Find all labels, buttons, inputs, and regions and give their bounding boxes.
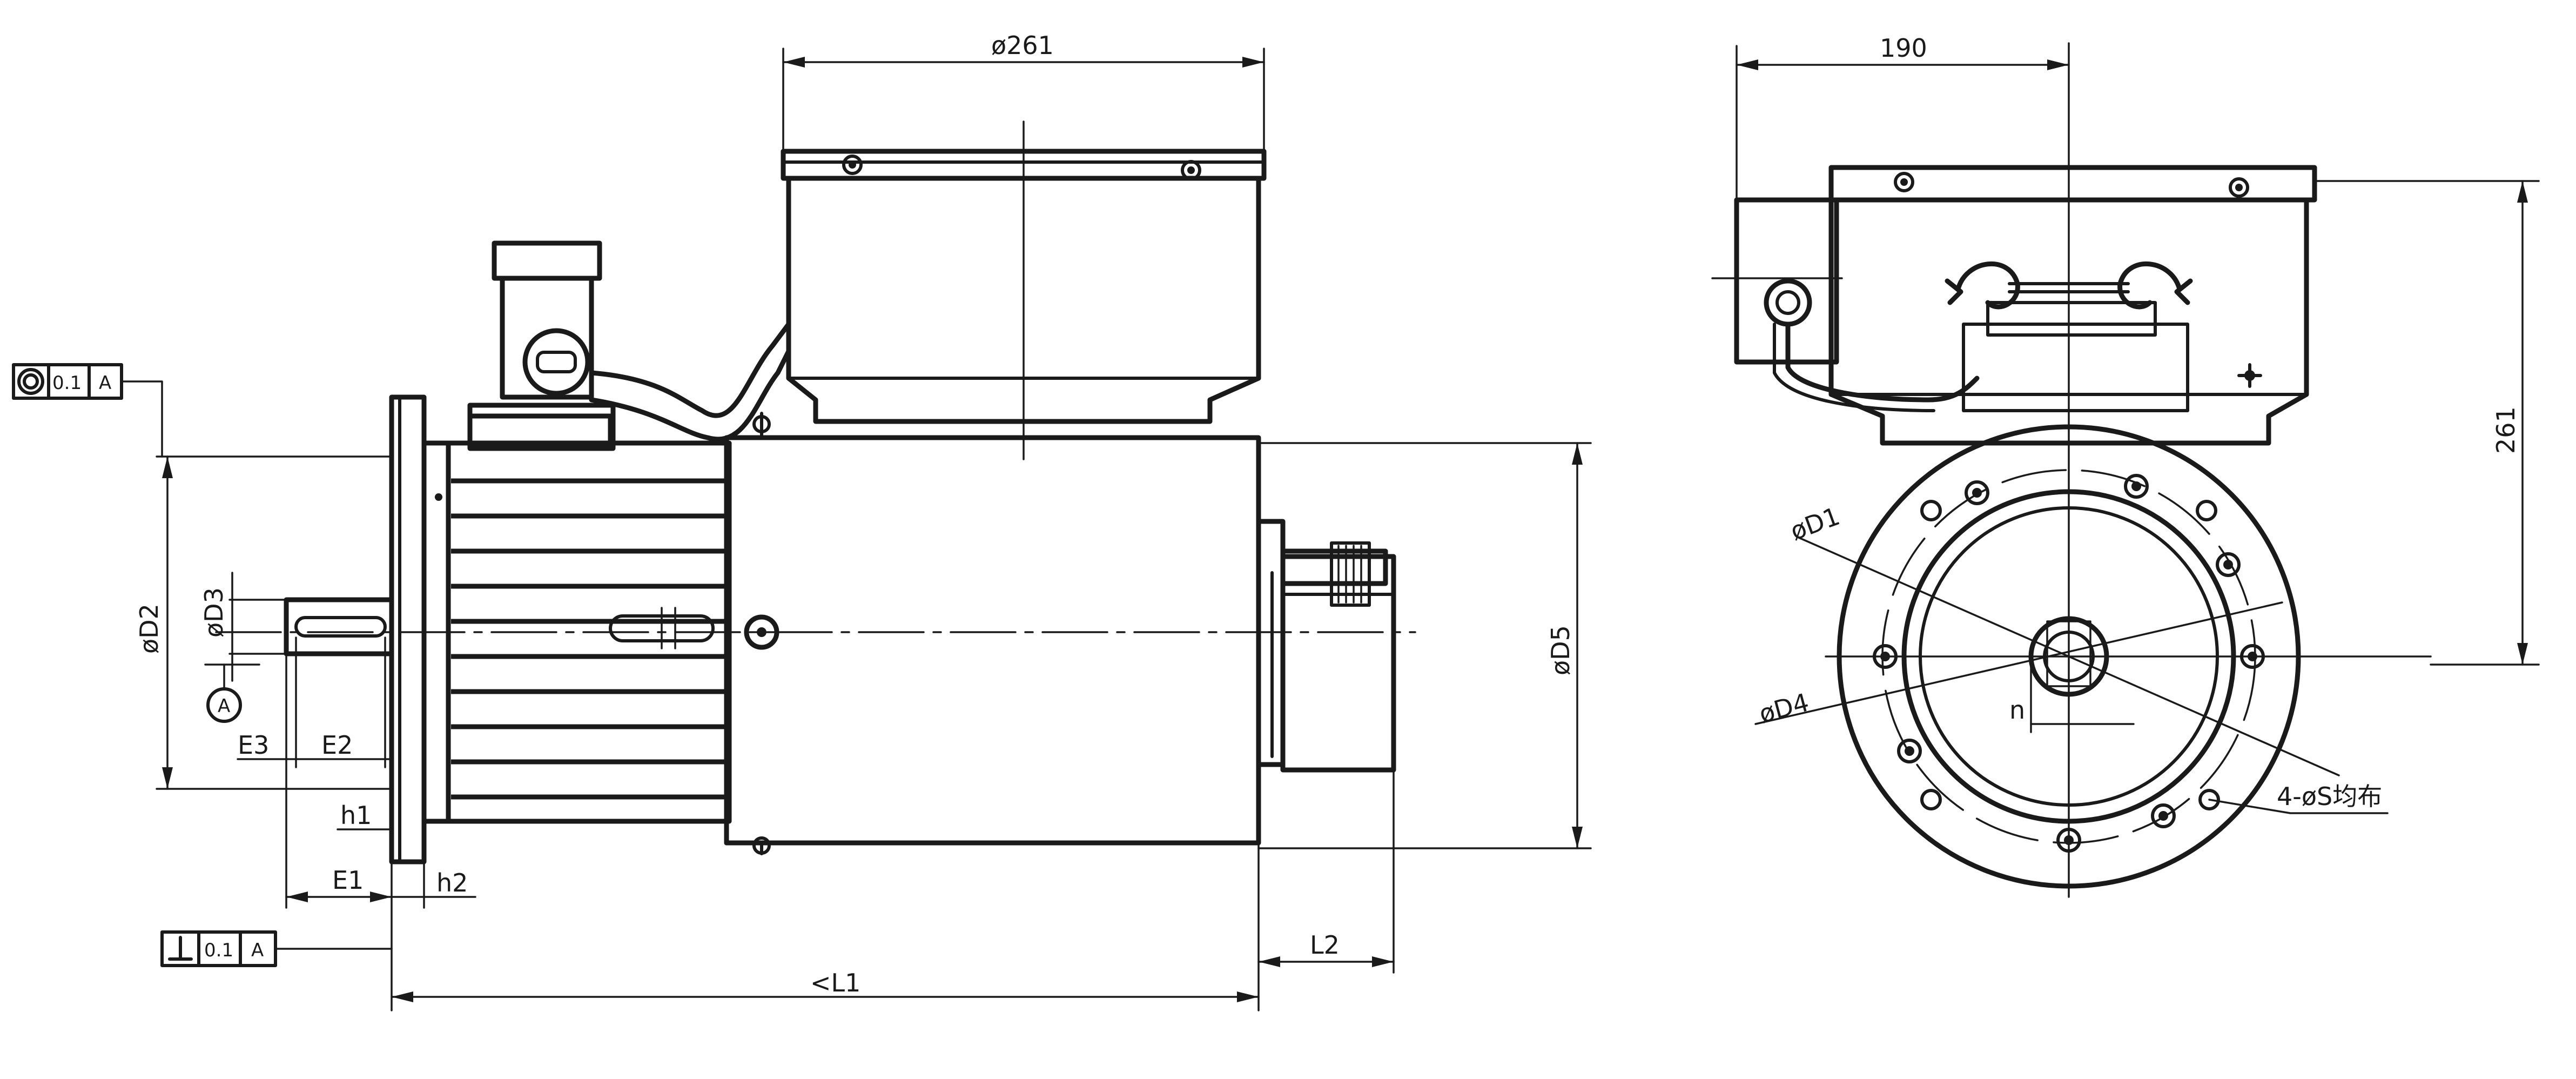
dim-E3-E2: E3 E2	[237, 636, 393, 768]
end-cable-gland	[1711, 197, 1980, 412]
tolerance-coaxiality: 0.1 A	[12, 363, 163, 458]
dim-L1: <L1	[391, 842, 1260, 1011]
dim-D3: øD3	[199, 572, 287, 682]
datum-A-label: A	[218, 695, 230, 717]
dim-E1-label: E1	[332, 866, 364, 895]
motor-body	[724, 412, 1261, 855]
center-mark	[2237, 363, 2262, 388]
end-junction-box	[1828, 165, 2317, 446]
dim-h1: h1	[337, 801, 393, 830]
tol-coax-value: 0.1	[52, 372, 82, 394]
tol-perp-value: 0.1	[204, 940, 233, 961]
cable-gland	[467, 240, 791, 451]
dim-D2-label: øD2	[134, 604, 164, 654]
dim-D5-label: øD5	[1546, 625, 1575, 675]
datum-A: A	[204, 664, 260, 723]
tol-perp-datum: A	[251, 940, 264, 961]
end-view: 190 261 øD1 øD4 n 4-	[1711, 33, 2540, 898]
dim-top-diameter-label: ø261	[991, 31, 1054, 60]
dim-n-label: n	[2009, 695, 2025, 725]
dim-h1-label: h1	[340, 801, 372, 830]
shaft	[284, 597, 394, 656]
dim-h2-label: h2	[436, 868, 468, 897]
dim-D2: øD2	[134, 455, 393, 790]
dim-end-height-label: 261	[2491, 406, 2520, 454]
encoder	[1256, 519, 1396, 773]
dim-L1-label: <L1	[810, 968, 860, 997]
hole-note-label: 4-øS均布	[2277, 782, 2382, 811]
end-centerlines	[1825, 42, 2432, 898]
side-view: ø261 øD2 øD3 A	[12, 31, 1592, 1011]
hole-note: 4-øS均布	[2208, 782, 2389, 814]
dim-E3-label: E3	[238, 730, 269, 760]
stator-housing	[446, 413, 732, 824]
dim-top-diameter: ø261	[782, 31, 1265, 152]
dim-L2: L2	[1257, 769, 1395, 974]
dim-D4-label: øD4	[1756, 687, 1812, 728]
dim-end-width: 190	[1736, 33, 2070, 201]
flange	[389, 394, 451, 864]
dim-E2-label: E2	[321, 730, 353, 760]
lifting-hooks	[1945, 262, 2193, 310]
dim-n: n	[2009, 655, 2135, 733]
dim-D5: øD5	[1257, 442, 1592, 849]
dim-end-height: 261	[2313, 180, 2540, 666]
tolerance-perpendicularity: 0.1 A	[160, 930, 393, 967]
dim-end-width-label: 190	[1880, 33, 1927, 63]
dim-E1-h2: E1 h2	[285, 653, 476, 909]
dim-L2-label: L2	[1310, 930, 1340, 960]
tol-coax-datum: A	[99, 372, 111, 394]
dim-D1-label: øD1	[1786, 501, 1844, 546]
dim-D3-label: øD3	[199, 587, 228, 638]
